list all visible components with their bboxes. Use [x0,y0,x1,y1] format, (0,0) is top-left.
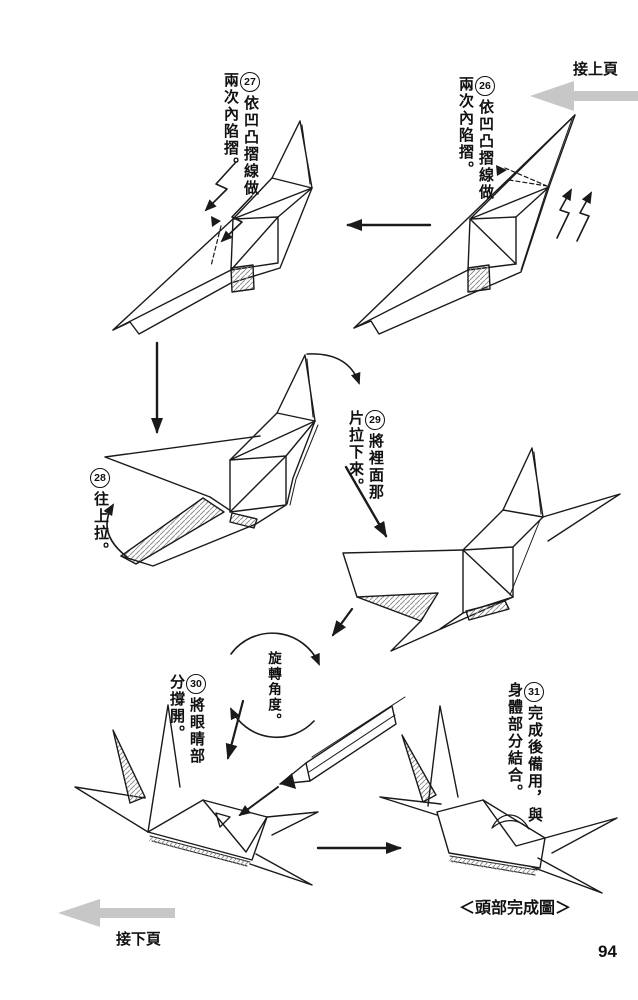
next-page-label: 接下頁 [116,931,162,948]
step-28-number: 28 [90,468,110,488]
step-26-text: 依凹凸摺線做兩次內陷摺。 [457,76,494,201]
figure-step-30 [74,696,406,886]
step-28-text: 往上拉。 [92,491,109,559]
arrow-rotate-to-30 [225,699,245,760]
head-complete-caption: ＜頭部完成圖＞ [458,900,571,917]
step-26-number: 26 [475,76,495,96]
step-31-label: 31完成後備用，與身體部分結合。 [505,682,544,824]
step-29-label: 29將裡面那片拉下來。 [346,410,385,516]
crimp-arrows-26 [556,188,592,242]
figure-step-26 [353,114,592,335]
pencil-arrow [238,786,279,817]
step-30-number: 30 [186,674,206,694]
step-27-label: 27依凹凸摺線做兩次內陷摺。 [221,72,260,200]
rotate-angle-note: 旋轉角度。 [266,651,281,729]
page-number: 94 [598,942,617,961]
figure-step-27 [112,120,313,335]
prev-page-arrow [530,81,638,111]
curved-arrow-pull-up-28 [103,503,128,558]
arrow-28-to-29 [344,465,388,538]
next-page-arrow [58,899,175,927]
eye-fold [491,814,530,830]
prev-page-label: 接上頁 [573,61,619,78]
figure-step-31 [379,705,618,894]
step-31-text: 完成後備用，與身體部分結合。 [506,682,543,824]
pencil [279,696,406,789]
figure-step-29 [342,447,621,652]
arrow-29-to-rotate [331,607,354,637]
step-29-number: 29 [365,410,385,430]
step-27-text: 依凹凸摺線做兩次內陷摺。 [222,72,259,197]
step-27-number: 27 [240,72,260,92]
step-28-label: 28 往上拉。 [90,468,110,568]
crimp-arrows-27 [204,161,253,243]
step-30-text: 將眼睛部分撐開。 [168,674,205,765]
step-26-label: 26依凹凸摺線做兩次內陷摺。 [456,76,495,204]
rotation-symbol [225,607,354,760]
step-31-number: 31 [524,682,544,702]
step-29-text: 將裡面那片拉下來。 [347,410,384,501]
figure-step-28 [103,353,361,567]
step-30-label: 30將眼睛部分撐開。 [167,674,206,780]
curved-arrow-neck-29 [306,353,361,385]
